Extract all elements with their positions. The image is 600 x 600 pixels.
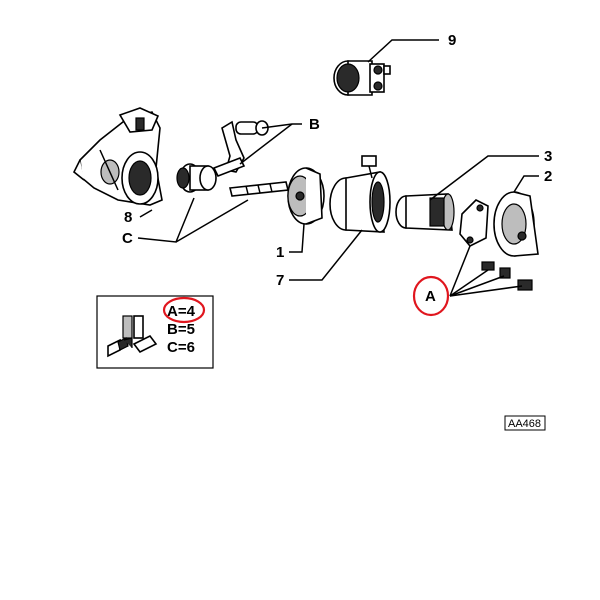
legend-c: C=6 — [167, 339, 195, 356]
armature-shaft — [229, 181, 289, 197]
callout-c: C — [122, 230, 133, 247]
part-a-brush-plate — [459, 199, 533, 291]
reference-code: AA468 — [508, 418, 541, 430]
part-1-intermediate-plate — [287, 167, 325, 225]
callout-1: 1 — [276, 244, 284, 261]
callout-a: A — [425, 288, 436, 305]
legend-a: A=4 — [167, 303, 196, 320]
part-7-field-frame — [329, 155, 391, 233]
callout-b: B — [309, 116, 320, 133]
part-2-end-cover — [493, 191, 539, 257]
part-c-drive-pinion — [176, 163, 217, 193]
callout-a-highlight — [412, 275, 450, 317]
reference-code-box: AA468 — [504, 415, 546, 431]
part-9-solenoid — [333, 60, 391, 96]
legend-b: B=5 — [167, 321, 195, 338]
part-3-armature — [395, 193, 455, 231]
brush-kit-icon — [107, 315, 158, 358]
callout-9: 9 — [448, 32, 456, 49]
callout-7: 7 — [276, 272, 284, 289]
callout-2: 2 — [544, 168, 552, 185]
legend-a-highlight — [162, 296, 206, 324]
leader-lines — [137, 39, 539, 297]
callout-8: 8 — [124, 209, 132, 226]
callout-3: 3 — [544, 148, 552, 165]
kit-legend-box: A=4 B=5 C=6 — [96, 295, 214, 369]
part-8-drive-end-housing — [72, 107, 163, 206]
